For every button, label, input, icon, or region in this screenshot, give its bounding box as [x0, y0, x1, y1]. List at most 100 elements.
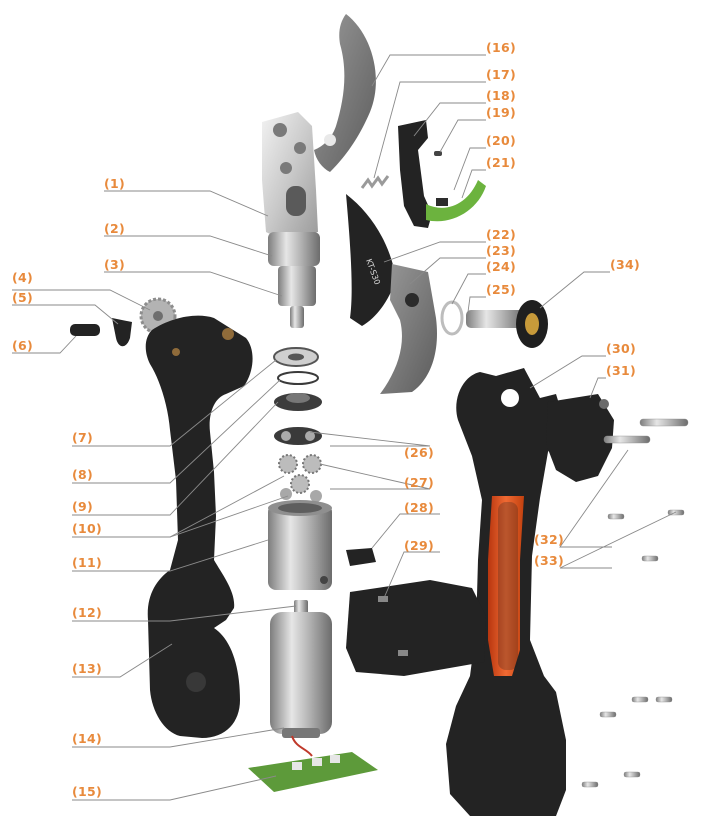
upper-blade-pivot-hole — [324, 134, 336, 146]
battery-part — [346, 580, 486, 676]
label-3: (3) — [104, 257, 125, 272]
pivot-nut-cap — [525, 313, 539, 335]
label-6: (6) — [12, 338, 33, 353]
label-23: (23) — [486, 243, 516, 258]
callout-labels: (1) (2) (3) (4) (5) (6) (7) (8) (9) (10)… — [12, 40, 640, 799]
pcb-connector-1 — [292, 762, 302, 770]
planet-gear-3 — [290, 474, 310, 494]
safety-lever-clip — [436, 198, 448, 206]
washer-part — [440, 300, 464, 336]
label-21: (21) — [486, 155, 516, 170]
hook-clip-part — [112, 318, 132, 347]
ring-gear-housing-bore — [278, 503, 322, 513]
leader-lines — [12, 54, 677, 801]
planet-gear-1 — [278, 454, 298, 474]
circlip-part — [277, 371, 319, 385]
label-15: (15) — [72, 784, 102, 799]
label-8: (8) — [72, 467, 93, 482]
label-26: (26) — [404, 445, 434, 460]
small-screw-4 — [631, 696, 649, 703]
head-casting-hole-3 — [280, 162, 292, 174]
spring-part — [360, 175, 390, 189]
label-30: (30) — [606, 341, 636, 356]
screw-shaft-tip — [290, 306, 304, 328]
label-28: (28) — [404, 500, 434, 515]
threaded-collar-part — [268, 232, 320, 266]
label-18: (18) — [486, 88, 516, 103]
screw-shaft-part — [278, 266, 316, 306]
label-33: (33) — [534, 553, 564, 568]
head-casting-hole-2 — [294, 142, 306, 154]
rubber-pad-part — [346, 548, 376, 566]
pivot-bolt-part — [466, 310, 524, 328]
label-9: (9) — [72, 499, 93, 514]
bearing-bore — [288, 353, 304, 361]
label-11: (11) — [72, 555, 102, 570]
safety-lever-part — [426, 180, 486, 222]
label-16: (16) — [486, 40, 516, 55]
right-handle-grip-inset — [498, 502, 518, 670]
label-27: (27) — [404, 475, 434, 490]
label-29: (29) — [404, 538, 434, 553]
left-handle-pivot — [222, 328, 234, 340]
anvil-blade-part — [380, 264, 437, 394]
pcb-connector-3 — [330, 755, 340, 763]
pcb-connector-2 — [312, 758, 322, 766]
right-handle-orange-grip — [488, 496, 524, 676]
label-19: (19) — [486, 105, 516, 120]
label-22: (22) — [486, 227, 516, 242]
label-25: (25) — [486, 282, 516, 297]
bevel-gear-hub — [153, 311, 163, 321]
pcb-part — [248, 752, 378, 792]
left-handle-pivot-2 — [172, 348, 180, 356]
trigger-pin-part — [434, 151, 442, 156]
left-handle-boss — [186, 672, 206, 692]
battery-terminal-2 — [398, 650, 408, 656]
cover-plate-part — [546, 394, 614, 482]
motor-part — [270, 612, 332, 734]
lower-blade-part — [346, 194, 396, 326]
motor-endcap — [282, 728, 320, 738]
long-bolt-1 — [639, 418, 689, 427]
head-casting-hole-1 — [273, 123, 287, 137]
ring-gear-housing-screw-hole — [320, 576, 328, 584]
label-12: (12) — [72, 605, 102, 620]
small-screw-7 — [623, 771, 641, 778]
label-31: (31) — [606, 363, 636, 378]
label-24: (24) — [486, 259, 516, 274]
small-gear-1 — [280, 488, 292, 500]
head-casting-part — [262, 112, 318, 240]
anvil-blade-hole — [405, 293, 419, 307]
trigger-part — [398, 120, 432, 228]
small-screw-5 — [655, 696, 673, 703]
battery-terminal-1 — [378, 596, 388, 602]
upper-blade-part — [314, 14, 376, 172]
planet-gear-2 — [302, 454, 322, 474]
label-20: (20) — [486, 133, 516, 148]
motor-pinion-part — [294, 600, 308, 614]
label-2: (2) — [104, 221, 125, 236]
small-screw-1 — [607, 513, 625, 520]
label-10: (10) — [72, 521, 102, 536]
label-1: (1) — [104, 176, 125, 191]
small-gear-2 — [310, 490, 322, 502]
head-casting-slot — [286, 186, 306, 216]
motor-wires — [291, 735, 313, 757]
label-5: (5) — [12, 290, 33, 305]
cover-plate-hole — [599, 399, 609, 409]
label-4: (4) — [12, 270, 33, 285]
long-bolt-2 — [603, 435, 651, 444]
right-handle-top-hole — [501, 389, 519, 407]
small-screw-8 — [581, 781, 599, 788]
gear-stage-planet-1 — [281, 431, 291, 441]
pin-part — [70, 324, 100, 336]
label-32: (32) — [534, 532, 564, 547]
planet-carrier-top — [286, 393, 310, 403]
label-34: (34) — [610, 257, 640, 272]
small-screw-3 — [641, 555, 659, 562]
label-7: (7) — [72, 430, 93, 445]
label-13: (13) — [72, 661, 102, 676]
label-17: (17) — [486, 67, 516, 82]
gear-stage-planet-2 — [305, 431, 315, 441]
